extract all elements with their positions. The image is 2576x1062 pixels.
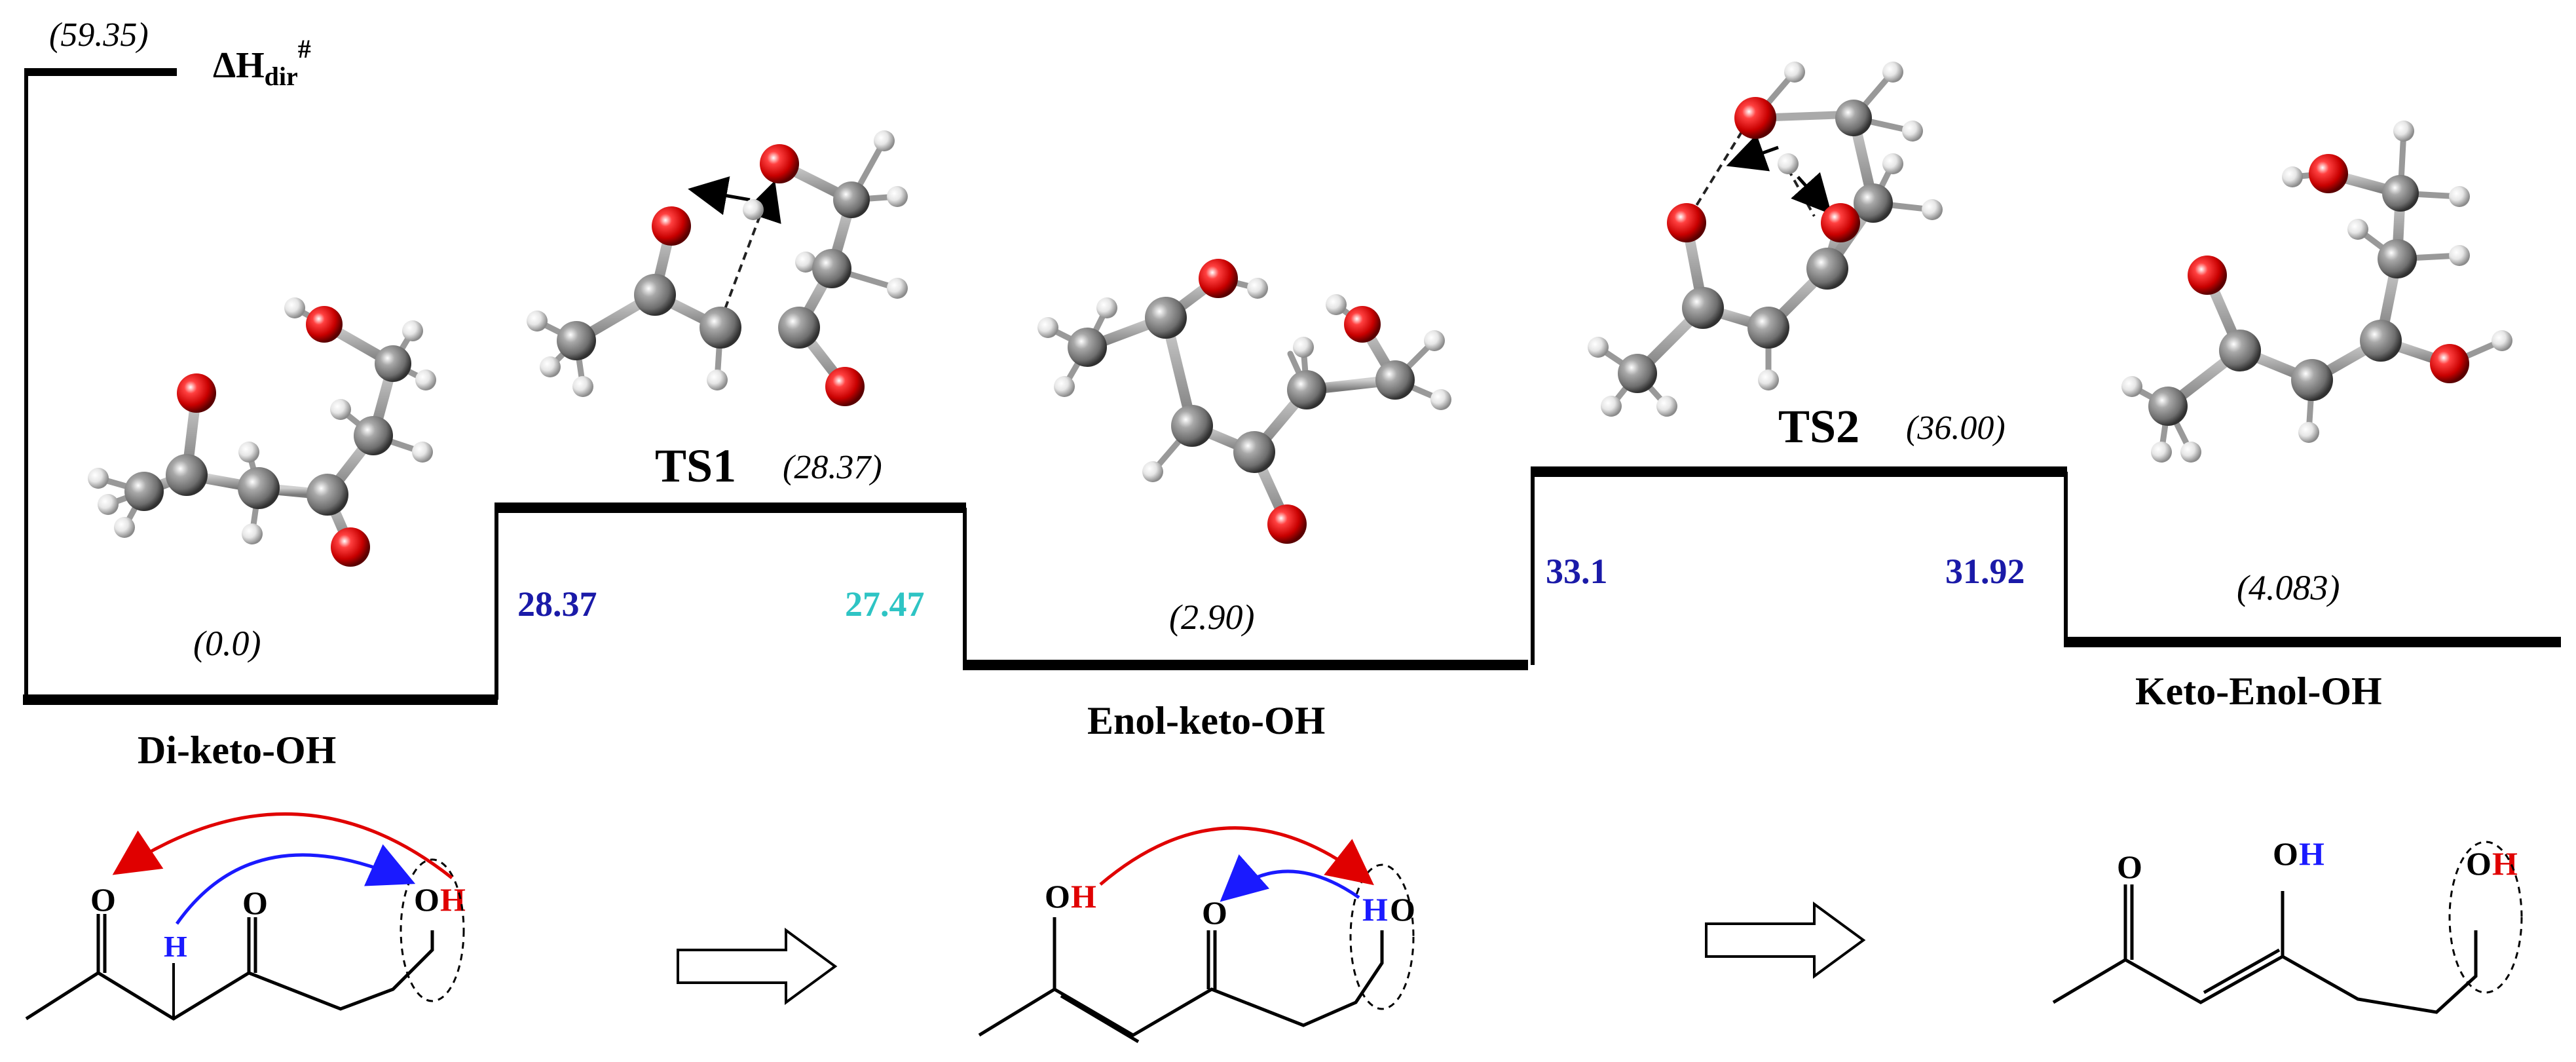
state-name-ts2: TS2 (1778, 400, 1859, 453)
scheme3-oh-o: O (2273, 835, 2298, 872)
scheme-di-keto-oh: O O H O H (25, 812, 466, 1021)
scheme1-oh-o: O (414, 881, 439, 918)
barrier-forward-ts1: 28.37 (517, 584, 597, 624)
molecule-ts1 (527, 130, 908, 406)
energy-labels: (59.35) ΔHdir# (0.0) Di-keto-OH TS1 (28.… (49, 16, 2382, 772)
scheme1-red-arrow (112, 812, 453, 879)
barrier-forward-ts2: 33.1 (1546, 552, 1608, 591)
molecule-enol-keto-oh (1037, 259, 1451, 544)
reaction-arrow-2 (1705, 901, 1866, 979)
scheme1-h-blue: H (164, 930, 187, 963)
scheme1-dashed-ellipse (400, 858, 465, 1002)
energy-profile-lines (23, 68, 2561, 705)
scheme2-dashed-ellipse (1349, 863, 1415, 1010)
molecule-ts2 (1588, 62, 1943, 417)
scheme2-red-arrow (1099, 826, 1374, 886)
scheme2-ho-h: H (1362, 891, 1388, 928)
state-value-di-keto-oh: (0.0) (193, 624, 261, 663)
scheme2-o1: O (1045, 878, 1070, 915)
state-name-enol-keto-oh: Enol-keto-OH (1087, 699, 1325, 742)
scheme3-oh-h: H (2299, 835, 2324, 872)
dh-value: (59.35) (49, 16, 149, 54)
scheme2-h-red: H (1071, 878, 1096, 915)
state-value-keto-enol-oh: (4.083) (2237, 568, 2340, 607)
state-value-enol-keto-oh: (2.90) (1169, 597, 1254, 637)
scheme-keto-enol-oh: O O H O H (2052, 835, 2523, 1014)
scheme3-dashed-ellipse (2448, 841, 2523, 994)
reaction-arrow-1 (677, 928, 838, 1005)
scheme2-o2: O (1202, 894, 1227, 931)
state-value-ts2: (36.00) (1906, 409, 2006, 447)
molecule-keto-enol-oh (2121, 121, 2512, 463)
barrier-reverse-ts1: 27.47 (845, 584, 925, 624)
molecule-di-keto-oh (88, 297, 436, 567)
scheme1-o1: O (90, 881, 116, 918)
scheme1-o2: O (242, 884, 268, 921)
scheme2-blue-arrow (1220, 854, 1360, 902)
scheme3-oh2-o: O (2466, 845, 2492, 882)
scheme3-o1: O (2117, 848, 2142, 885)
scheme3-oh2-h: H (2492, 845, 2518, 882)
dh-label: ΔHdir# (213, 34, 311, 91)
barrier-reverse-ts2: 31.92 (1945, 552, 2025, 591)
state-name-keto-enol-oh: Keto-Enol-OH (2135, 670, 2382, 713)
scheme1-blue-arrow (175, 844, 416, 925)
scheme1-oh-h: H (440, 881, 466, 918)
state-value-ts1: (28.37) (783, 449, 882, 486)
scheme-enol-keto-oh: O H O H O (978, 826, 1415, 1044)
state-name-di-keto-oh: Di-keto-OH (138, 729, 336, 772)
state-name-ts1: TS1 (655, 440, 736, 492)
